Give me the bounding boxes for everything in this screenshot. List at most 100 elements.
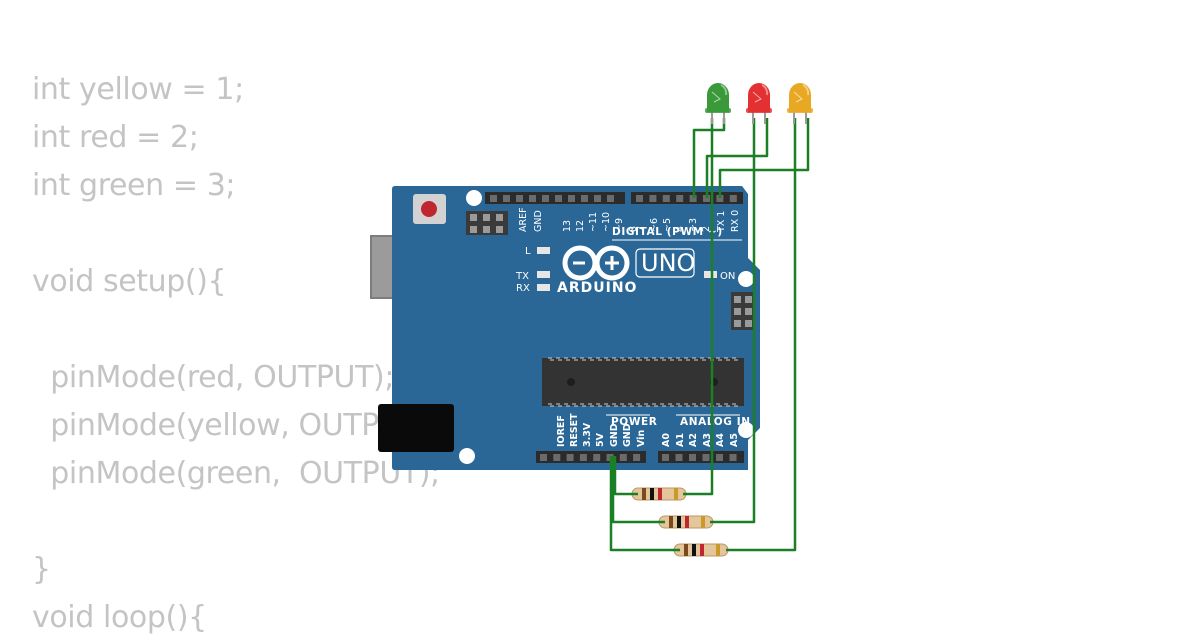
led-green[interactable] <box>705 83 731 124</box>
pin-socket[interactable] <box>555 195 562 202</box>
pin-label: ~10 <box>601 212 612 232</box>
pin-socket[interactable] <box>716 195 724 202</box>
wire-green-led-resistor[interactable] <box>683 118 714 496</box>
pin-socket[interactable] <box>662 454 669 461</box>
model-box <box>635 248 695 278</box>
pin-label: GND <box>609 423 620 447</box>
mount-hole <box>459 448 475 464</box>
power-analog-pin-sockets[interactable] <box>540 454 737 461</box>
pin-socket[interactable] <box>540 454 547 461</box>
mount-hole <box>738 271 754 287</box>
pin-socket[interactable] <box>568 195 575 202</box>
pin-socket[interactable] <box>619 454 627 461</box>
analog-label: ANALOG IN <box>680 416 751 428</box>
arduino-logo-icon <box>562 245 630 281</box>
pin-socket[interactable] <box>490 195 497 202</box>
pin-label: AREF <box>518 207 529 232</box>
code-line: int yellow = 1; <box>32 72 244 107</box>
pin-label: ~5 <box>662 218 673 232</box>
power-label: POWER <box>611 416 657 428</box>
led-on-label: ON <box>720 271 735 282</box>
wire-yellow-led-resistor[interactable] <box>726 118 797 552</box>
wire-pin2-red-led[interactable] <box>705 118 769 198</box>
wire-gnd-resistor-3[interactable] <box>609 456 680 552</box>
pin-socket[interactable] <box>516 195 523 202</box>
pin-socket[interactable] <box>579 454 587 461</box>
power-jack <box>378 404 454 452</box>
code-line: } <box>32 552 51 587</box>
pin-socket[interactable] <box>542 195 549 202</box>
wire-gnd-resistor-2[interactable] <box>611 456 665 524</box>
pin-label: 8 <box>628 226 639 232</box>
pin-label: Vin <box>636 430 647 447</box>
pin-label: A3 <box>702 433 713 447</box>
pin-label: A1 <box>675 433 686 447</box>
led-l-indicator <box>537 247 550 254</box>
pin-socket[interactable] <box>503 195 510 202</box>
pin-label: 3.3V <box>582 422 593 447</box>
reset-button-cap <box>421 201 437 217</box>
wire-red-led-resistor[interactable] <box>710 118 756 524</box>
pin-socket[interactable] <box>703 195 710 202</box>
code-line: pinMode(green, OUTPUT); <box>32 456 440 491</box>
digital-pin-sockets[interactable] <box>490 195 737 202</box>
wires[interactable] <box>609 118 810 552</box>
code-line: void setup(){ <box>32 264 227 299</box>
code-editor[interactable]: int yellow = 1; int red = 2; int green = 3… <box>32 66 440 642</box>
pin-socket[interactable] <box>594 195 601 202</box>
pin-socket[interactable] <box>676 195 684 202</box>
pin-label: ~11 <box>588 212 599 232</box>
resistor[interactable] <box>651 515 719 529</box>
wire-gnd-resistor-1[interactable] <box>613 456 638 496</box>
led-on-indicator <box>704 271 717 278</box>
brand-label: ARDUINO <box>557 280 637 296</box>
pin-socket[interactable] <box>636 195 643 202</box>
pin-label: RX 0 <box>730 210 741 232</box>
mount-hole <box>466 190 482 206</box>
pin-label: 7 <box>636 226 647 232</box>
pin-label: 5V <box>595 432 606 447</box>
pin-label: ~3 <box>688 218 699 232</box>
pin-socket[interactable] <box>702 454 710 461</box>
pin-socket[interactable] <box>529 195 536 202</box>
pin-label: A0 <box>661 433 672 447</box>
pin-socket[interactable] <box>566 454 574 461</box>
led-tx-indicator <box>537 271 550 278</box>
pin-socket[interactable] <box>662 195 670 202</box>
led-red[interactable] <box>746 83 772 124</box>
wire-pin1-yellow-led[interactable] <box>718 118 810 198</box>
pin-label: 2 <box>701 226 712 232</box>
pin-socket[interactable] <box>581 195 588 202</box>
led-rx-label: RX <box>516 283 530 294</box>
pin-socket[interactable] <box>716 454 723 461</box>
model-label: UNO <box>641 249 695 277</box>
pin-socket[interactable] <box>729 454 737 461</box>
pin-socket[interactable] <box>729 195 737 202</box>
pin-socket[interactable] <box>593 454 601 461</box>
pin-socket[interactable] <box>689 195 697 202</box>
pin-label: RESET <box>569 413 580 447</box>
pin-socket[interactable] <box>553 454 561 461</box>
pin-label: TX 1 <box>716 211 727 233</box>
pin-label: A2 <box>688 433 699 447</box>
code-line: int green = 3; <box>32 168 236 203</box>
code-line: pinMode(red, OUTPUT); <box>32 360 395 395</box>
code-line: void loop(){ <box>32 600 207 635</box>
pin-socket[interactable] <box>675 454 683 461</box>
pin-label: 12 <box>575 220 586 232</box>
pin-socket[interactable] <box>649 195 657 202</box>
pin-socket[interactable] <box>633 454 641 461</box>
code-line: int red = 2; <box>32 120 199 155</box>
led-yellow[interactable] <box>787 83 813 124</box>
pin-socket[interactable] <box>689 454 696 461</box>
pin-label: GND <box>622 423 633 447</box>
led-rx-indicator <box>537 284 550 291</box>
pin-socket[interactable] <box>607 195 614 202</box>
pin-label: IOREF <box>556 415 567 447</box>
digital-header-2 <box>631 192 743 204</box>
mount-hole <box>738 422 754 438</box>
pin-label: 4 <box>675 226 686 232</box>
pin-label: ~9 <box>614 218 625 232</box>
pin-label: 13 <box>562 220 573 232</box>
